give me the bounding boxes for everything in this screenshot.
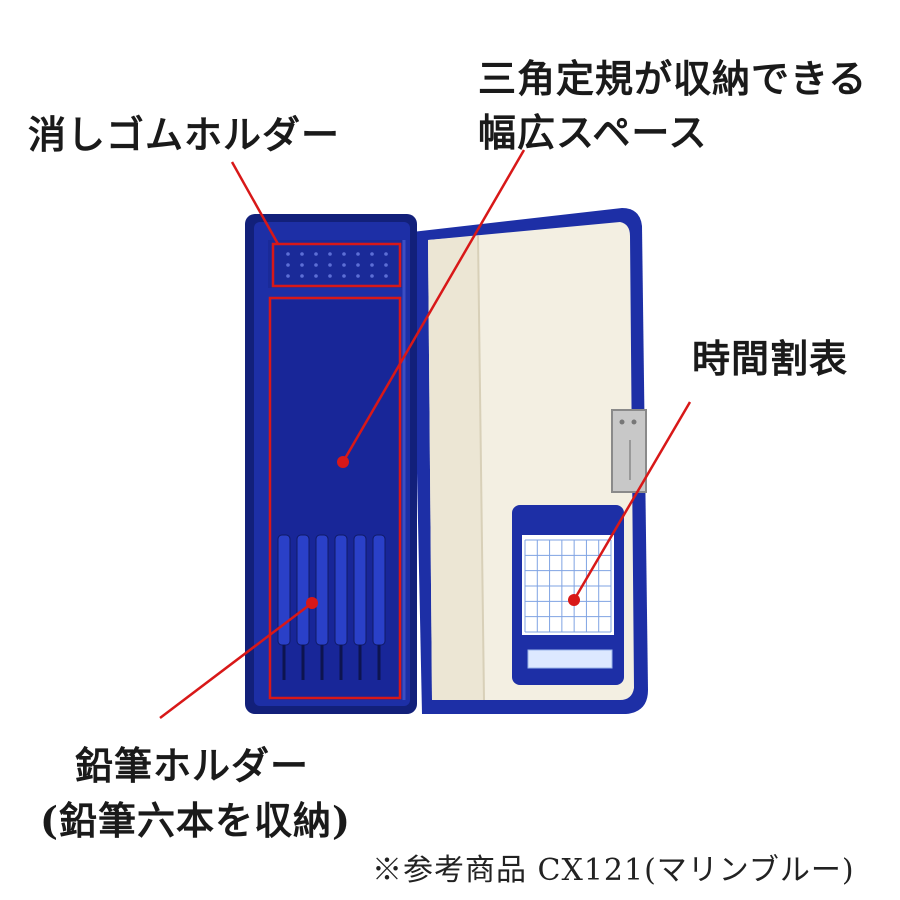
timetable-grid	[524, 539, 612, 633]
ruler-pointer-dot	[337, 456, 349, 468]
ruler-space-label-line1: 三角定規が収納できる	[478, 56, 868, 101]
eraser-holder-hole	[286, 252, 290, 256]
eraser-holder-hole	[286, 263, 290, 267]
eraser-holder-hole	[356, 252, 360, 256]
pencil-slot	[296, 534, 310, 646]
timetable-label: 時間割表	[692, 336, 849, 381]
eraser-holder-hole	[370, 274, 374, 278]
eraser-holder-hole	[342, 263, 346, 267]
eraser-holder-hole	[342, 252, 346, 256]
eraser-holder-hole	[314, 274, 318, 278]
eraser-holder-hole	[314, 252, 318, 256]
ruler-space-label-line2: 幅広スペース	[478, 110, 708, 155]
ruler-space-outline	[268, 296, 402, 700]
eraser-holder-hole	[300, 252, 304, 256]
eraser-holder	[268, 240, 402, 288]
ruler-pointer-line	[341, 149, 526, 463]
pencil-slot	[353, 534, 367, 646]
pencil-slot	[315, 534, 329, 646]
reference-product-note: ※参考商品 CX121(マリンブルー)	[372, 853, 855, 888]
eraser-holder-hole	[328, 263, 332, 267]
timetable-pointer-dot	[568, 594, 580, 606]
eraser-holder-outline	[271, 242, 402, 288]
eraser-holder-hole	[300, 274, 304, 278]
eraser-holder-hole	[384, 263, 388, 267]
eraser-holder-hole	[356, 274, 360, 278]
eraser-holder-hole	[300, 263, 304, 267]
eraser-holder-hole	[370, 263, 374, 267]
eraser-holder-hole	[328, 274, 332, 278]
eraser-pointer-line	[230, 161, 280, 245]
eraser-holder-hole	[342, 274, 346, 278]
pencil-slot	[334, 534, 348, 646]
pencil-pointer-line	[159, 602, 313, 719]
pencil-holder-label-line1: 鉛筆ホルダー	[75, 743, 310, 788]
eraser-holder-hole	[370, 252, 374, 256]
pencil-holder-label-line2: (鉛筆六本を収納)	[40, 798, 351, 843]
pencil-pointer-dot	[306, 597, 318, 609]
eraser-holder-hole	[328, 252, 332, 256]
pencil-holder	[277, 534, 386, 680]
eraser-holder-label: 消しゴムホルダー	[28, 112, 341, 157]
eraser-holder-hole	[286, 274, 290, 278]
case-tray	[245, 214, 417, 714]
eraser-holder-hole	[384, 252, 388, 256]
timetable-card	[512, 505, 624, 685]
timetable-pointer-line	[572, 401, 692, 601]
eraser-holder-hole	[356, 263, 360, 267]
eraser-holder-hole	[384, 274, 388, 278]
eraser-holder-hole	[314, 263, 318, 267]
pencil-slot	[372, 534, 386, 646]
